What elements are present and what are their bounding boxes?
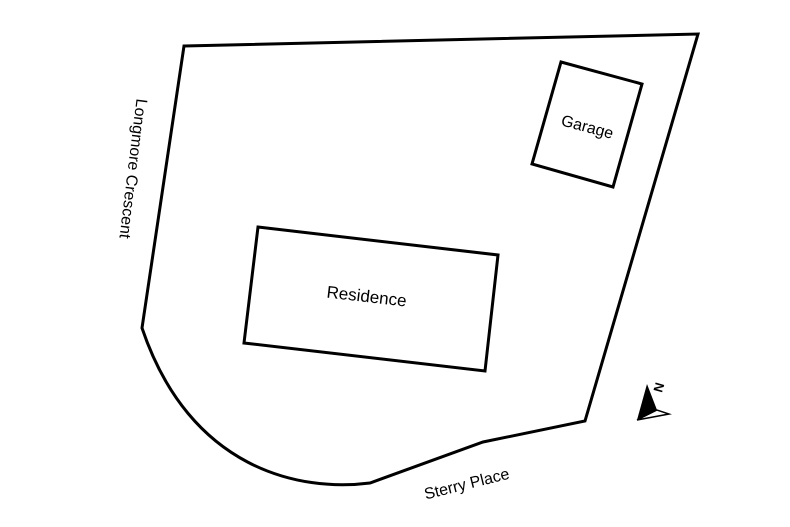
- garage-outline: [530, 60, 644, 189]
- residence-outline: [242, 225, 500, 373]
- lot-boundary: [140, 32, 701, 487]
- street-label-longmore-crescent: Longmore Crescent: [115, 98, 149, 240]
- residence-label: Residence: [326, 283, 408, 311]
- street-label-sterry-place: Sterry Place: [423, 466, 512, 504]
- north-arrow-icon: N: [636, 381, 672, 421]
- garage-label: Garage: [559, 113, 615, 143]
- north-label: N: [650, 381, 667, 394]
